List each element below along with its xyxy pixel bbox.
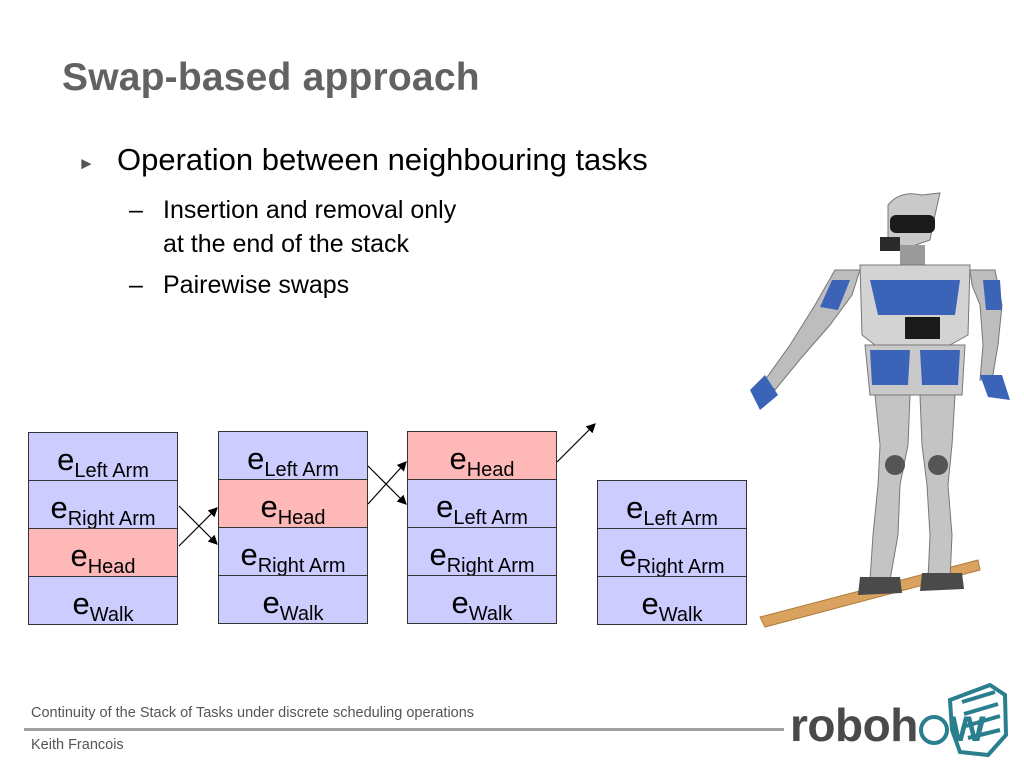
task-label: eRight Arm xyxy=(598,538,746,578)
task-symbol: e xyxy=(436,489,454,524)
task-cell: eRight Arm xyxy=(28,480,178,530)
task-cell: eHead xyxy=(218,479,368,529)
task-symbol: e xyxy=(451,585,469,620)
task-symbol: e xyxy=(247,441,265,476)
task-label: eHead xyxy=(29,538,177,578)
robohow-logo-text: robohw xyxy=(790,698,986,752)
task-cell: eRight Arm xyxy=(407,527,557,577)
task-subscript: Right Arm xyxy=(636,556,725,578)
task-subscript: Walk xyxy=(468,603,513,625)
sub-bullet-text: Insertion and removal only xyxy=(163,196,457,224)
task-symbol: e xyxy=(260,489,278,524)
task-label: eHead xyxy=(219,489,367,529)
task-subscript: Head xyxy=(466,459,515,481)
dash-marker: – xyxy=(129,271,143,299)
task-cell: eHead xyxy=(28,528,178,578)
task-label: eWalk xyxy=(29,586,177,626)
task-label: eLeft Arm xyxy=(219,441,367,481)
swap-arrow xyxy=(178,507,218,547)
swap-arrow xyxy=(367,465,407,505)
task-cell: eLeft Arm xyxy=(407,479,557,529)
task-subscript: Left Arm xyxy=(74,460,149,482)
footer-divider xyxy=(24,728,784,731)
bullet-main-text: Operation between neighbouring tasks xyxy=(117,142,648,177)
task-subscript: Right Arm xyxy=(257,555,346,577)
task-subscript: Walk xyxy=(658,604,703,626)
robohow-hand-icon xyxy=(947,682,1009,758)
task-symbol: e xyxy=(619,538,637,573)
task-label: eRight Arm xyxy=(219,537,367,577)
task-symbol: e xyxy=(72,586,90,621)
task-cell: eHead xyxy=(407,431,557,481)
task-label: eLeft Arm xyxy=(408,489,556,529)
task-cell: eWalk xyxy=(28,576,178,626)
task-symbol: e xyxy=(449,441,467,476)
task-label: eLeft Arm xyxy=(29,442,177,482)
task-label: eHead xyxy=(408,441,556,481)
task-symbol: e xyxy=(641,586,659,621)
task-symbol: e xyxy=(626,490,644,525)
task-subscript: Left Arm xyxy=(643,508,718,530)
sub-bullet-text-cont: at the end of the stack xyxy=(163,230,409,258)
task-symbol: e xyxy=(429,537,447,572)
task-subscript: Right Arm xyxy=(67,508,156,530)
task-symbol: e xyxy=(262,585,280,620)
task-subscript: Walk xyxy=(89,604,134,626)
globe-icon xyxy=(918,715,949,745)
swap-arrow xyxy=(367,461,407,505)
task-label: eWalk xyxy=(219,585,367,625)
slide-title: Swap-based approach xyxy=(62,56,480,99)
task-label: eRight Arm xyxy=(408,537,556,577)
task-subscript: Walk xyxy=(279,603,324,625)
dash-marker: – xyxy=(129,196,143,224)
task-label: eWalk xyxy=(598,586,746,626)
sub-bullet-text: Pairewise swaps xyxy=(163,271,350,299)
task-cell: eRight Arm xyxy=(597,528,747,578)
task-cell: eLeft Arm xyxy=(28,432,178,482)
task-subscript: Left Arm xyxy=(453,507,528,529)
footer-title: Continuity of the Stack of Tasks under d… xyxy=(31,705,475,721)
task-cell: eWalk xyxy=(597,576,747,626)
bullet-arrow-icon: ► xyxy=(78,154,95,173)
task-cell: eWalk xyxy=(218,575,368,625)
footer-author: Keith Francois xyxy=(31,737,124,753)
task-cell: eLeft Arm xyxy=(218,431,368,481)
task-symbol: e xyxy=(240,537,258,572)
task-subscript: Head xyxy=(87,556,136,578)
task-symbol: e xyxy=(57,442,75,477)
removal-arrow xyxy=(556,423,596,463)
task-label: eLeft Arm xyxy=(598,490,746,530)
task-symbol: e xyxy=(70,538,88,573)
task-subscript: Head xyxy=(277,507,326,529)
task-cell: eWalk xyxy=(407,575,557,625)
humanoid-robot-image xyxy=(750,192,1010,628)
swap-arrow xyxy=(178,505,218,545)
task-subscript: Left Arm xyxy=(264,459,339,481)
task-symbol: e xyxy=(50,490,68,525)
task-subscript: Right Arm xyxy=(446,555,535,577)
robohow-logo: robohw xyxy=(790,680,1010,760)
logo-text-part1: roboh xyxy=(790,699,918,751)
task-label: eRight Arm xyxy=(29,490,177,530)
task-label: eWalk xyxy=(408,585,556,625)
task-cell: eLeft Arm xyxy=(597,480,747,530)
task-cell: eRight Arm xyxy=(218,527,368,577)
